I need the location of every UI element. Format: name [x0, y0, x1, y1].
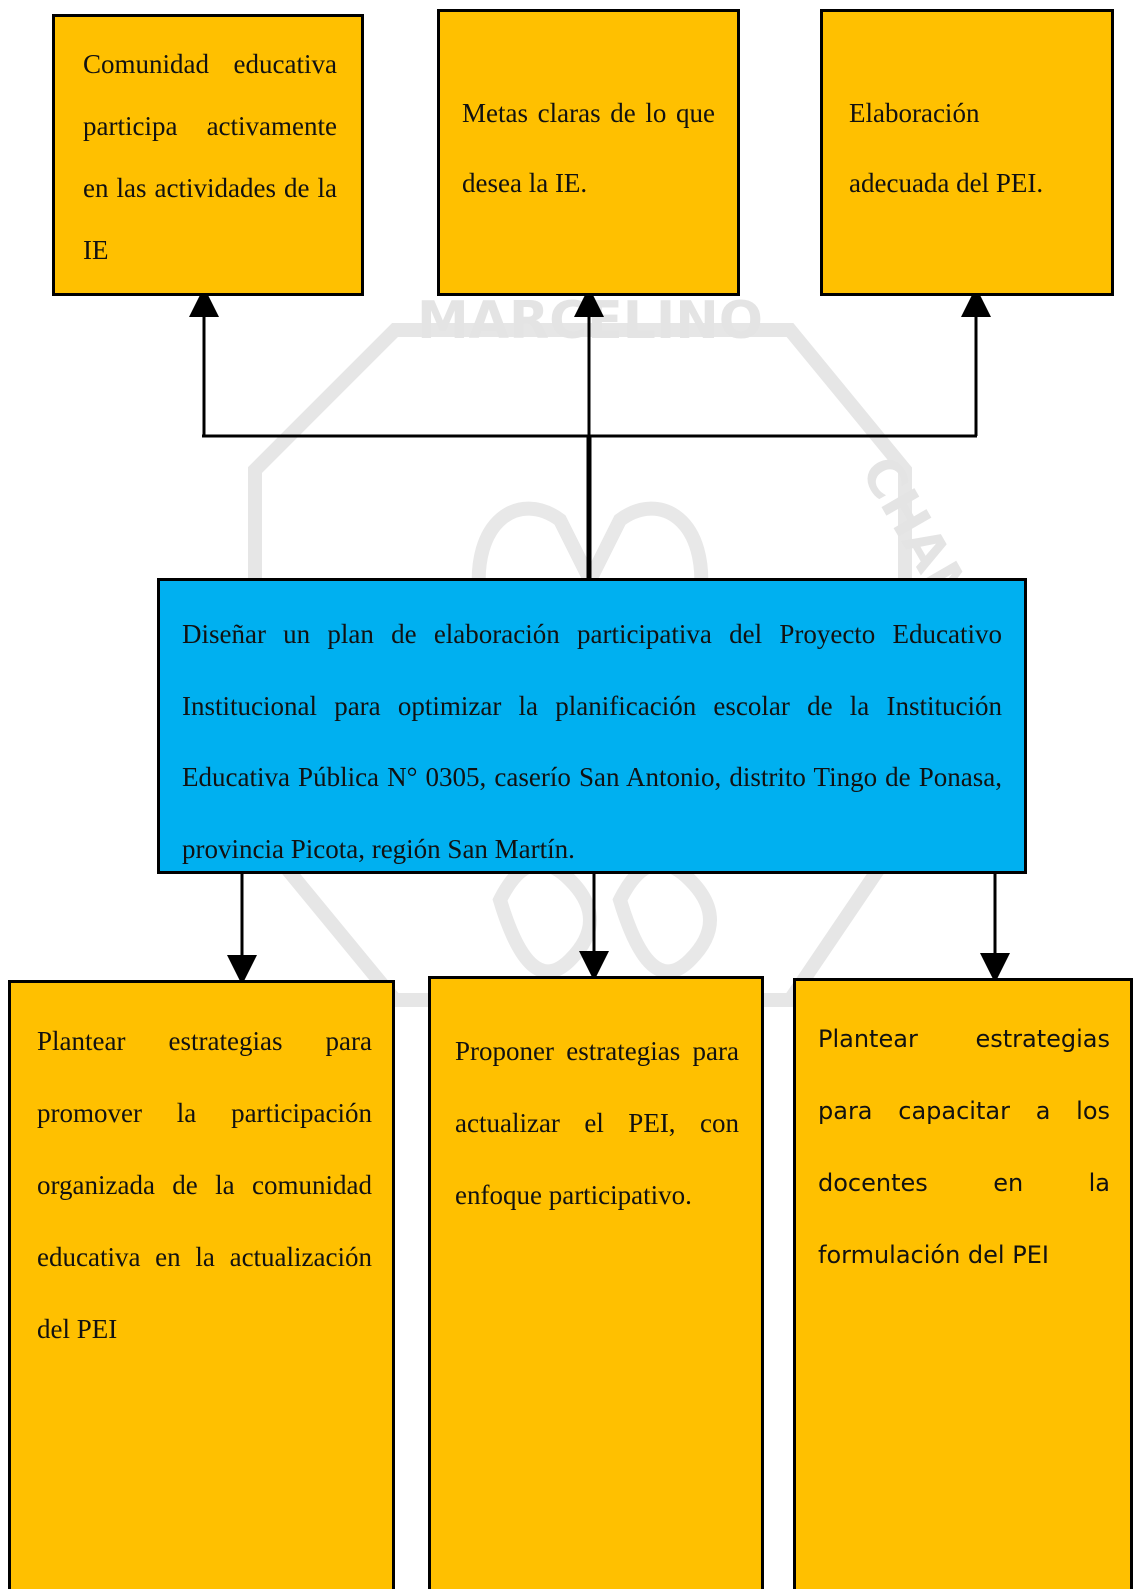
objective-box: Diseñar un plan de elaboración participa… — [157, 578, 1027, 874]
mean-box-1-text: Plantear estrategias para promover la pa… — [37, 1026, 372, 1344]
end-box-3-text: Elaboración adecuada del PEI. — [849, 98, 1044, 198]
mean-box-2-text: Proponer estrategias para actualizar el … — [455, 1036, 739, 1210]
end-box-3: Elaboración adecuada del PEI. — [820, 9, 1114, 296]
end-box-2-text: Metas claras de lo que desea la IE. — [462, 98, 715, 198]
objective-text: Diseñar un plan de elaboración participa… — [182, 619, 1002, 864]
mean-box-3: Plantear estrategias para capacitar a lo… — [793, 978, 1133, 1589]
end-box-1: Comunidad educativa participa activament… — [52, 14, 364, 296]
mean-box-2: Proponer estrategias para actualizar el … — [428, 976, 764, 1589]
mean-box-3-text: Plantear estrategias para capacitar a lo… — [818, 1025, 1110, 1269]
end-box-2: Metas claras de lo que desea la IE. — [437, 9, 740, 296]
mean-box-1: Plantear estrategias para promover la pa… — [8, 980, 395, 1589]
end-box-1-text: Comunidad educativa participa activament… — [83, 49, 337, 265]
